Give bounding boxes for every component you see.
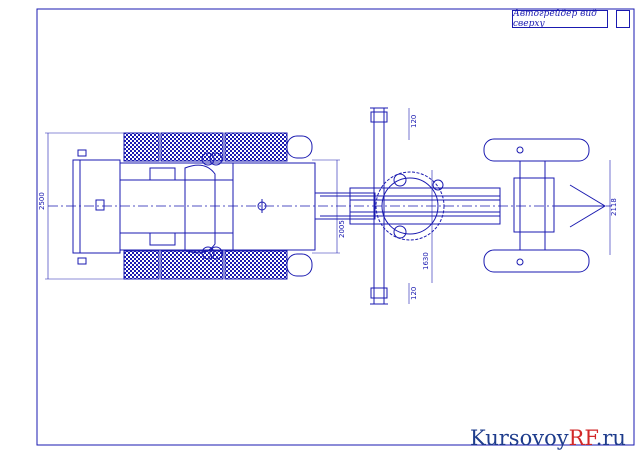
front-axle [483, 138, 606, 273]
dimension-overall-width: 2500 [38, 192, 46, 210]
blade [370, 107, 388, 305]
dimension-frame-span: 2005 [338, 220, 346, 238]
dimension-front-track: 2118 [610, 198, 618, 216]
watermark-accent: RF [568, 426, 596, 450]
dimension-blade-offset-top: 120 [410, 115, 418, 128]
cab [184, 152, 316, 260]
rear-tandem-bottom [123, 250, 313, 280]
rear-tandem-top [123, 132, 313, 162]
sheet-border [36, 8, 635, 446]
watermark-main: Kursovoy [470, 426, 569, 450]
dimension-blade-length: 1630 [422, 252, 430, 270]
engine-hood [72, 149, 234, 265]
site-watermark: KursovoyRF.ru [470, 426, 626, 450]
sheet-number-cell [616, 10, 630, 28]
circle-ring [375, 171, 445, 241]
main-frame [314, 187, 501, 225]
drawing-title: Автогрейдер вид сверху [512, 9, 608, 29]
watermark-suffix: .ru [595, 426, 626, 450]
dimension-blade-offset-bottom: 120 [410, 287, 418, 300]
